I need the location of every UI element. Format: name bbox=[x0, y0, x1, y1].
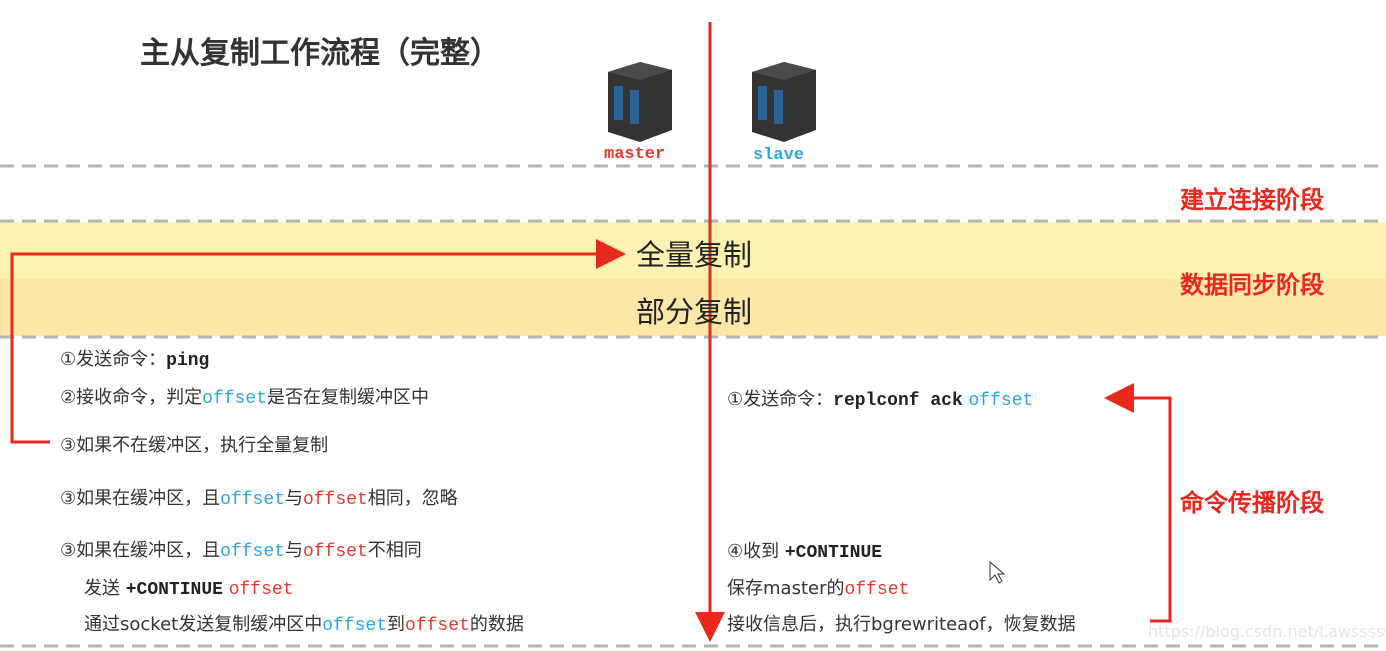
full-copy-band bbox=[0, 222, 1386, 279]
phase-propagate: 命令传播阶段 bbox=[1180, 489, 1324, 517]
phase-connect: 建立连接阶段 bbox=[1180, 186, 1324, 214]
left-step-3c: ③如果在缓冲区，且offset与offset不相同 bbox=[60, 540, 422, 562]
left-step-3b: ③如果在缓冲区，且offset与offset相同，忽略 bbox=[60, 488, 458, 510]
right-step-4-restore: 接收信息后，执行bgrewriteaof，恢复数据 bbox=[727, 614, 1076, 635]
phase-dividers bbox=[0, 164, 1386, 648]
left-step-2: ②接收命令，判定offset是否在复制缓冲区中 bbox=[60, 387, 429, 409]
right-step-4-save: 保存master的offset bbox=[727, 578, 910, 600]
partial-copy-label: 部分复制 bbox=[636, 295, 753, 329]
left-step-3c-data: 通过socket发送复制缓冲区中offset到offset的数据 bbox=[84, 614, 524, 636]
watermark: https://blog.csdn.net/LawssssCat bbox=[1148, 622, 1386, 641]
full-copy-label: 全量复制 bbox=[636, 238, 753, 272]
left-step-1: ①发送命令：ping bbox=[60, 349, 210, 371]
left-step-3c-send: 发送 +CONTINUE offset bbox=[84, 578, 294, 600]
master-label: master bbox=[604, 145, 666, 164]
left-step-3a: ③如果不在缓冲区，执行全量复制 bbox=[60, 435, 329, 456]
phase-sync: 数据同步阶段 bbox=[1180, 271, 1324, 299]
slave-label: slave bbox=[753, 146, 805, 165]
page-title: 主从复制工作流程（完整） bbox=[140, 36, 500, 71]
mouse-cursor-icon bbox=[989, 560, 1006, 584]
ack-arrow bbox=[1104, 383, 1172, 623]
full-copy-arrow bbox=[10, 239, 626, 444]
right-step-4: ④收到 +CONTINUE bbox=[727, 541, 883, 563]
server-icon bbox=[752, 62, 816, 142]
server-icon bbox=[608, 62, 672, 142]
right-step-1: ①发送命令：replconf ack offset bbox=[727, 389, 1034, 411]
partial-copy-band bbox=[0, 279, 1386, 336]
